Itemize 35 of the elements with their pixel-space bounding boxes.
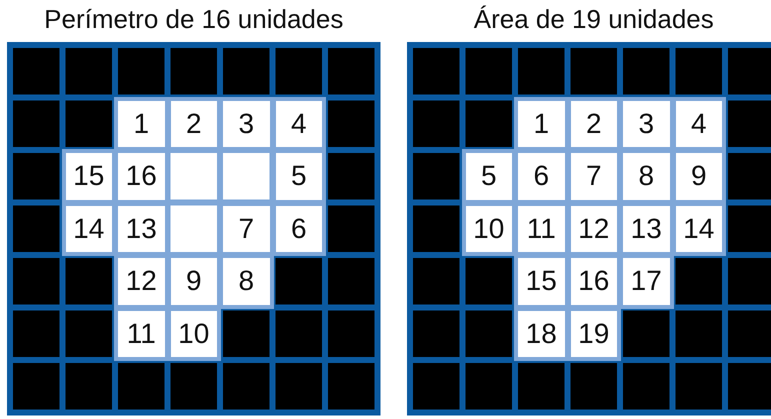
numbered-square: 13 [114, 202, 168, 256]
numbered-square: 2 [166, 96, 221, 151]
numbered-square: 13 [619, 202, 674, 256]
numbered-square: 16 [114, 149, 168, 204]
numbered-square: 4 [672, 96, 726, 151]
heading: Perímetro de 16 unidades [43, 4, 344, 35]
numbered-square: 5 [462, 149, 516, 204]
numbered-square: 7 [566, 149, 621, 204]
numbered-square: 17 [619, 254, 674, 308]
numbered-square: 1 [514, 96, 568, 151]
numbered-square: 15 [514, 254, 568, 308]
numbered-square: 9 [672, 149, 726, 204]
numbered-square: 5 [272, 149, 326, 204]
numbered-square: 14 [62, 202, 116, 256]
numbered-square: 10 [462, 202, 516, 256]
numbered-square: 8 [619, 149, 674, 204]
numbered-square: 3 [219, 96, 274, 151]
heading: Área de 19 unidades [472, 4, 715, 35]
numbered-square: 10 [166, 306, 221, 361]
numbered-square: 6 [514, 149, 568, 204]
numbered-square: 3 [619, 96, 674, 151]
numbered-square: 16 [566, 254, 621, 308]
numbered-square: 11 [114, 306, 168, 361]
numbered-square: 19 [566, 306, 621, 361]
numbered-square: 14 [672, 202, 726, 256]
numbered-square: 1 [114, 96, 168, 151]
numbered-square: 11 [514, 202, 568, 256]
numbered-square: 15 [62, 149, 116, 204]
numbered-square: 12 [114, 254, 168, 308]
numbered-square: 6 [272, 202, 326, 256]
numbered-square: 8 [219, 254, 274, 308]
numbered-square: 4 [272, 96, 326, 151]
numbered-square: 7 [219, 202, 274, 256]
numbered-square: 9 [166, 254, 221, 308]
numbered-square: 18 [514, 306, 568, 361]
